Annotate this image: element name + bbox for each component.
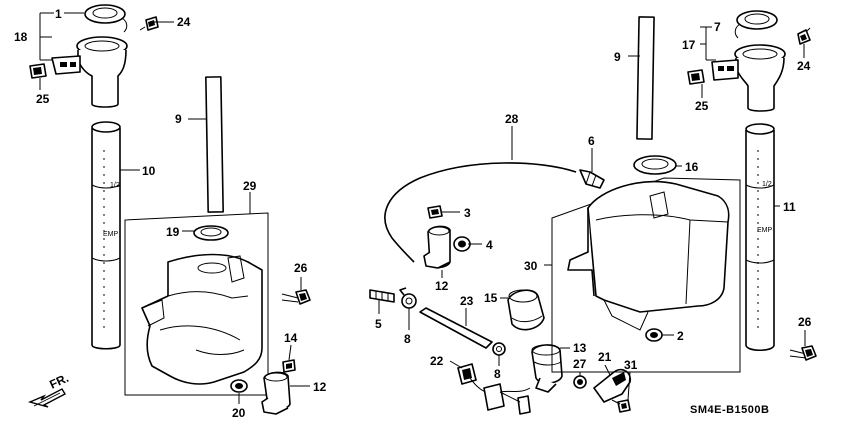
tube-marking-emp-right: EMP — [757, 227, 773, 234]
grommet-tank-right — [633, 155, 677, 175]
filter-left — [282, 359, 296, 373]
callout-26-left: 26 — [294, 261, 308, 275]
callout-labels: 1 18 24 25 9 10 19 29 26 14 12 20 28 6 3… — [14, 7, 812, 420]
grommet-tank-left — [193, 225, 229, 241]
drawing-code: SM4E-B1500B — [690, 404, 769, 416]
washer-motor — [531, 344, 563, 393]
callout-8-lower: 8 — [494, 367, 501, 381]
callout-26-right: 26 — [798, 315, 812, 329]
grommet-small — [573, 375, 587, 389]
clip-left — [29, 63, 47, 79]
bolt-left — [281, 289, 311, 305]
filler-neck-right — [711, 44, 786, 112]
callout-15: 15 — [484, 291, 498, 305]
callout-30: 30 — [524, 259, 538, 273]
callout-11: 11 — [783, 200, 796, 214]
callout-9-left: 9 — [175, 112, 182, 126]
washer-pump-center — [423, 225, 451, 269]
callout-6: 6 — [588, 134, 595, 148]
callout-12-left: 12 — [313, 380, 327, 394]
bracket-clamp — [593, 368, 632, 403]
grommet-bottom-right — [645, 328, 663, 342]
leader-lines — [39, 12, 806, 404]
callout-31: 31 — [624, 358, 638, 372]
washer-tank-left — [141, 253, 263, 385]
callout-28: 28 — [505, 112, 519, 126]
tube-marking-half-right: 1/2 — [762, 181, 772, 188]
callout-24-left: 24 — [177, 15, 191, 29]
callout-20: 20 — [232, 406, 246, 420]
clip-right — [687, 69, 705, 85]
callout-2: 2 — [677, 329, 684, 343]
callout-14: 14 — [284, 331, 298, 345]
clamp-lower — [492, 342, 506, 356]
callout-10: 10 — [142, 164, 156, 178]
grommet-center — [453, 236, 471, 252]
washer-hose — [384, 162, 577, 263]
callout-18: 18 — [14, 30, 28, 44]
grommet-right-top — [797, 27, 811, 45]
callout-25-left: 25 — [36, 92, 50, 106]
callout-23: 23 — [460, 294, 474, 308]
callout-24-right: 24 — [797, 59, 811, 73]
tube-marking-emp-left: EMP — [103, 231, 119, 238]
filler-neck-left — [51, 36, 128, 108]
callout-8-upper: 8 — [404, 332, 411, 346]
front-direction-label: FR. — [47, 371, 70, 392]
callout-21: 21 — [598, 350, 612, 364]
joint-bolt — [369, 289, 395, 303]
callout-27: 27 — [573, 357, 587, 371]
callout-19: 19 — [166, 225, 180, 239]
callout-29: 29 — [243, 179, 257, 193]
hose-joint — [579, 169, 605, 189]
grommet-pump-left — [230, 379, 248, 393]
seal-strip-left — [205, 76, 224, 213]
callout-1: 1 — [55, 7, 62, 21]
washer-cap-right — [734, 10, 778, 39]
filler-tube-right: 1/2 EMP — [745, 123, 775, 352]
washer-tank-right — [567, 180, 730, 331]
filter-center — [427, 205, 443, 219]
callout-4: 4 — [486, 238, 493, 252]
callout-22: 22 — [430, 354, 444, 368]
grommet-left-top — [139, 16, 159, 31]
seal-strip-right — [636, 16, 655, 140]
callout-12-center: 12 — [435, 279, 449, 293]
callout-3: 3 — [464, 206, 471, 220]
callout-16: 16 — [685, 160, 699, 174]
callout-13: 13 — [573, 341, 587, 355]
callout-5: 5 — [375, 317, 382, 331]
callout-9-right: 9 — [614, 50, 621, 64]
clamp-upper — [399, 287, 417, 309]
washer-pump-left — [261, 371, 291, 415]
tube-marking-half-left: 1/2 — [110, 182, 120, 189]
callout-7: 7 — [714, 20, 721, 34]
callout-17: 17 — [682, 38, 696, 52]
short-tube — [419, 307, 493, 349]
filler-tube-left: 1/2 EMP — [91, 121, 121, 350]
callout-25-right: 25 — [695, 99, 709, 113]
bolt-right — [789, 345, 817, 361]
bolt-bracket — [611, 399, 631, 413]
pump-seal — [507, 289, 545, 331]
front-direction-arrow: FR. — [27, 371, 71, 408]
washer-cap-left — [84, 4, 128, 33]
wire-connector — [457, 363, 531, 415]
